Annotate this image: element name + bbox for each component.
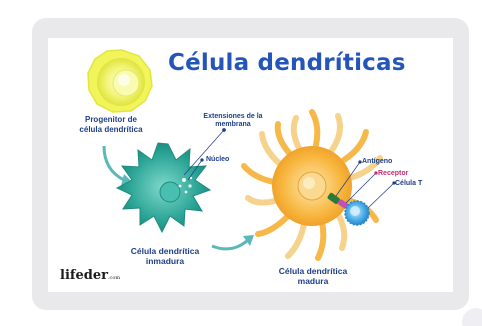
label-membrane-extensions: Extensiones de la membrana: [203, 113, 263, 128]
arrow-immature-to-mature: [211, 235, 254, 251]
label-t-cell: Célula T: [395, 180, 423, 187]
label-receptor: Receptor: [378, 170, 409, 177]
membrane-extensions: [241, 109, 383, 261]
lifeder-logo: lifeder.com: [60, 268, 120, 283]
antigen-receptor-complex: [327, 192, 349, 209]
label-mature-cell: Célula dendrítica madura: [278, 266, 348, 286]
t-cell: [344, 200, 370, 226]
logo-suffix: .com: [107, 275, 121, 281]
corner-accent: [462, 308, 482, 326]
label-progenitor: Progenitor de célula dendrítica: [79, 115, 143, 134]
page-title: Célula dendríticas: [168, 50, 406, 76]
label-antigen: Antígeno: [362, 158, 393, 165]
label-nucleus: Núcleo: [206, 156, 230, 163]
mature-dendritic-cell: [241, 109, 383, 261]
immature-dendritic-cell: [115, 142, 212, 234]
pointer-lines: [183, 128, 396, 209]
label-immature-cell: Célula dendrítica inmadura: [130, 246, 200, 266]
logo-text: lifeder: [60, 268, 108, 283]
progenitor-cell: [87, 49, 153, 113]
